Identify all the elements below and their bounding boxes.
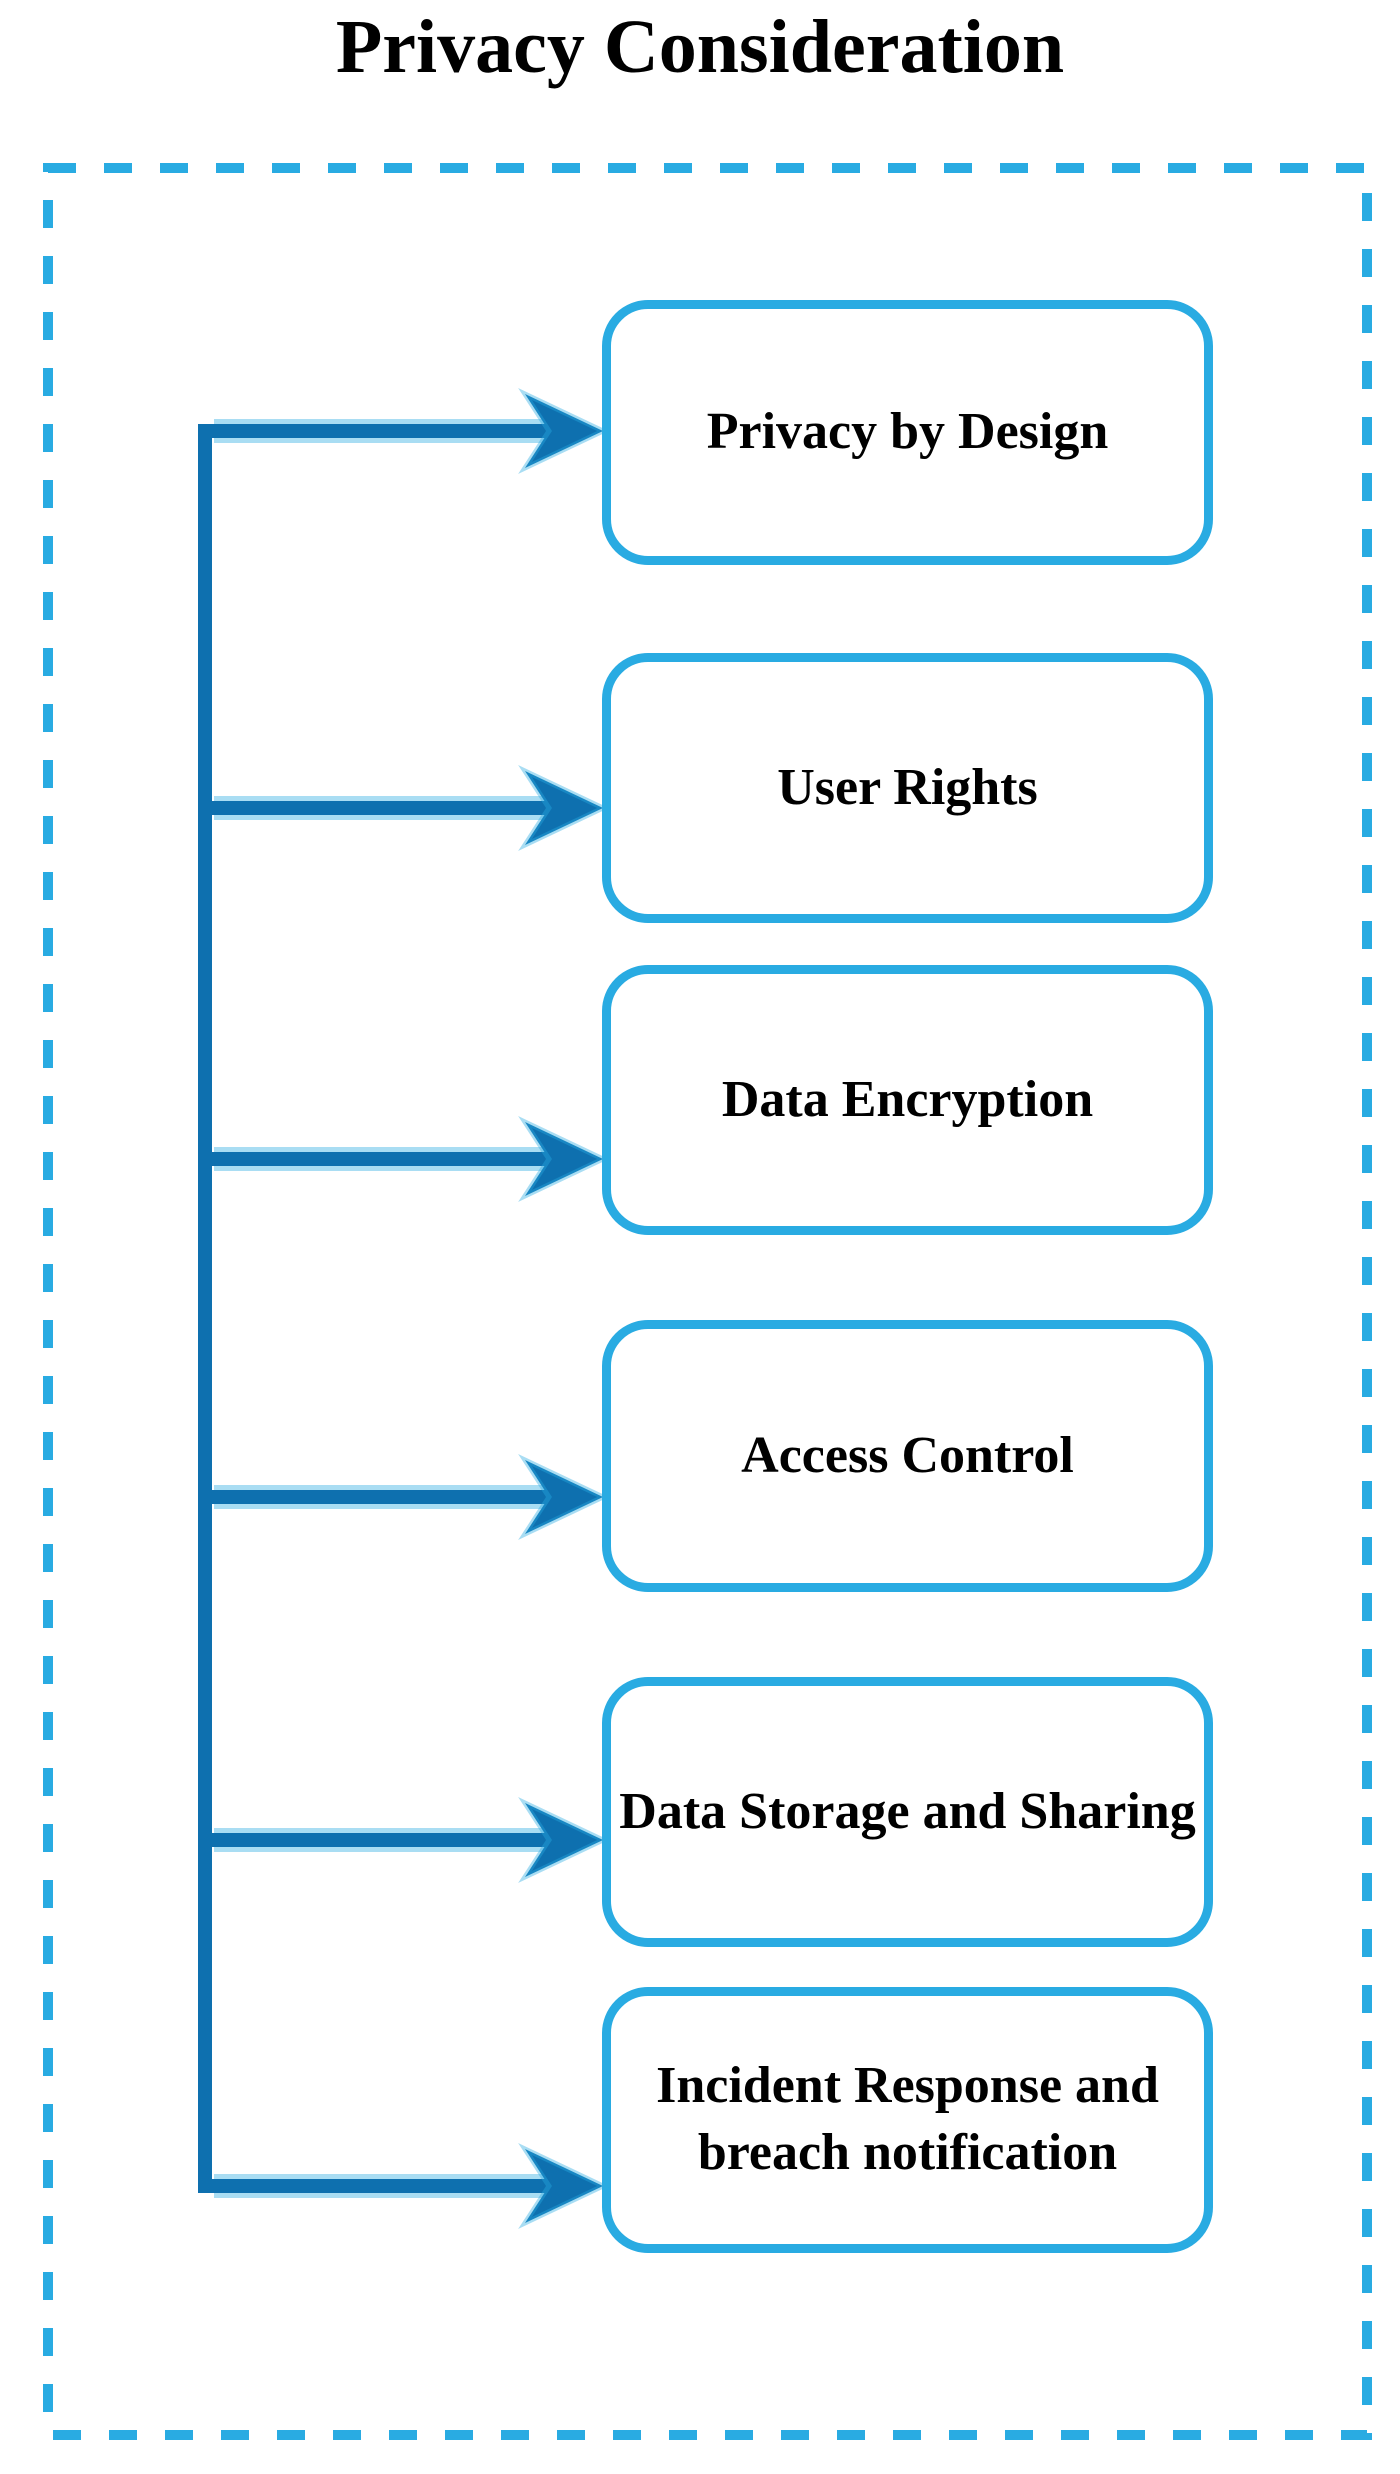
node-label: User Rights bbox=[777, 758, 1038, 816]
node-privacy-by-design: Privacy by Design bbox=[602, 300, 1213, 565]
node-label: Privacy by Design bbox=[706, 403, 1109, 461]
arrow-right-icon bbox=[518, 1115, 609, 1203]
node-incident-response-breach-notification: Incident Response and breach notificatio… bbox=[602, 1987, 1213, 2253]
connector-branch-3 bbox=[198, 1115, 609, 1203]
connector-branch-5 bbox=[198, 1796, 609, 1884]
diagram-title: Privacy Consideration bbox=[335, 5, 1065, 89]
arrow-right-icon bbox=[518, 2142, 609, 2230]
node-label: Access Control bbox=[741, 1426, 1074, 1484]
node-label: Data Encryption bbox=[721, 1070, 1094, 1128]
arrow-right-icon bbox=[518, 387, 609, 475]
connector-branch-6 bbox=[198, 2142, 609, 2230]
arrow-right-icon bbox=[518, 764, 609, 852]
connector-branch-1 bbox=[198, 387, 609, 475]
node-label: Incident Response and breach notificatio… bbox=[656, 2057, 1159, 2181]
node-label: Data Storage and Sharing bbox=[619, 1782, 1196, 1840]
connector-branch-2 bbox=[198, 764, 609, 852]
connector-branch-4 bbox=[198, 1453, 609, 1541]
arrow-right-icon bbox=[518, 1796, 609, 1884]
node-user-rights: User Rights bbox=[602, 653, 1213, 923]
node-data-storage-and-sharing: Data Storage and Sharing bbox=[602, 1677, 1213, 1947]
arrow-right-icon bbox=[518, 1453, 609, 1541]
node-access-control: Access Control bbox=[602, 1320, 1213, 1592]
node-data-encryption: Data Encryption bbox=[602, 965, 1213, 1235]
